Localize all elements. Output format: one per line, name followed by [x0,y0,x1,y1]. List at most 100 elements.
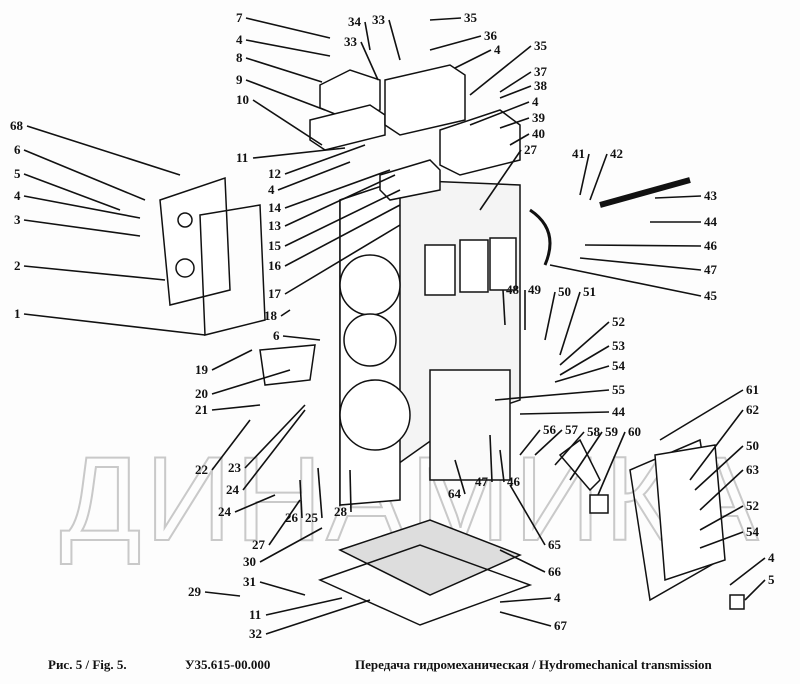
leader-line-47 [489,434,493,483]
leader-line-33 [360,41,379,81]
leader-line-24 [242,409,306,491]
callout-27: 27 [524,142,538,157]
callout-21: 21 [195,402,208,417]
callout-52: 52 [612,314,625,329]
callout-4: 4 [494,42,501,57]
callout-20: 20 [195,386,208,401]
callout-59: 59 [605,424,619,439]
leader-line-54 [554,365,610,383]
leader-line-48 [502,289,506,326]
leader-line-43 [654,195,702,199]
leader-line-68 [26,125,181,176]
leader-line-27 [479,149,522,211]
leader-line-19 [211,349,253,371]
callout-33: 33 [372,12,386,27]
leader-line-67 [499,611,552,627]
callout-4: 4 [532,94,539,109]
callout-4: 4 [768,550,775,565]
callout-68: 68 [10,118,24,133]
leader-line-46 [584,244,702,247]
callout-32: 32 [249,626,262,641]
leader-line-25 [317,467,323,519]
control-valve-body [384,64,466,136]
leader-line-46 [499,449,505,483]
leader-line-61 [659,389,744,441]
callout-56: 56 [543,422,557,437]
callout-4: 4 [236,32,243,47]
callout-29: 29 [188,584,202,599]
leader-line-21 [211,404,261,411]
hydraulic-distributor-40 [439,109,521,176]
leader-line-33 [388,19,401,61]
callout-24: 24 [226,482,240,497]
callout-3: 3 [14,212,21,227]
callout-17: 17 [268,286,282,301]
callout-60: 60 [628,424,641,439]
leader-line-35 [469,45,532,96]
leader-line-10 [252,99,323,146]
callout-37: 37 [534,64,548,79]
leader-line-1 [23,313,206,336]
leader-line-6 [282,335,321,341]
callout-1: 1 [14,306,21,321]
callout-4: 4 [554,590,561,605]
callout-5: 5 [14,166,21,181]
callout-2: 2 [14,258,21,273]
plug [177,212,193,228]
callout-39: 39 [532,110,546,125]
bolt-5 [729,594,745,610]
callout-58: 58 [587,424,601,439]
leader-line-50 [544,291,556,341]
callout-10: 10 [236,92,249,107]
callout-26: 26 [285,510,299,525]
callout-35: 35 [534,38,548,53]
callout-49: 49 [528,282,542,297]
leader-line-36 [429,35,482,51]
plug [175,258,195,278]
leader-line-59 [569,431,603,481]
cover-2 [159,176,231,306]
leader-line-7 [245,17,331,39]
leader-line-64 [454,459,466,495]
spacer-plate-10 [309,104,386,151]
figure-number: Рис. 5 / Fig. 5. [48,657,127,672]
callout-4: 4 [14,188,21,203]
callout-44: 44 [612,404,626,419]
leader-line-66 [499,549,546,573]
leader-line-13 [284,174,396,227]
callout-63: 63 [746,462,760,477]
callout-14: 14 [268,200,282,215]
callout-8: 8 [236,50,243,65]
leader-line-54 [699,531,744,549]
leader-line-45 [549,264,702,297]
plug-60 [589,494,609,514]
callout-6: 6 [14,142,21,157]
leader-line-11 [252,147,346,159]
leader-line-57 [534,429,563,456]
leader-line-12 [284,144,366,175]
callout-33: 33 [344,34,358,49]
callout-7: 7 [236,10,243,25]
callout-34: 34 [348,14,362,29]
callout-66: 66 [548,564,562,579]
callout-42: 42 [610,146,623,161]
leader-line-55 [494,389,610,401]
bearing-bore-upper [339,254,401,316]
filter-screen-66 [338,519,522,596]
leader-line-14 [284,169,391,209]
leader-line-50 [694,445,744,491]
callout-55: 55 [612,382,626,397]
callout-13: 13 [268,218,282,233]
leader-line-60 [597,431,626,496]
callout-65: 65 [548,537,562,552]
leader-line-4 [499,597,552,603]
callout-30: 30 [243,554,256,569]
callout-25: 25 [305,510,319,525]
side-cover-opening [429,369,511,481]
leader-line-39 [499,117,530,129]
parts-layer [159,64,745,626]
callout-46: 46 [507,474,521,489]
